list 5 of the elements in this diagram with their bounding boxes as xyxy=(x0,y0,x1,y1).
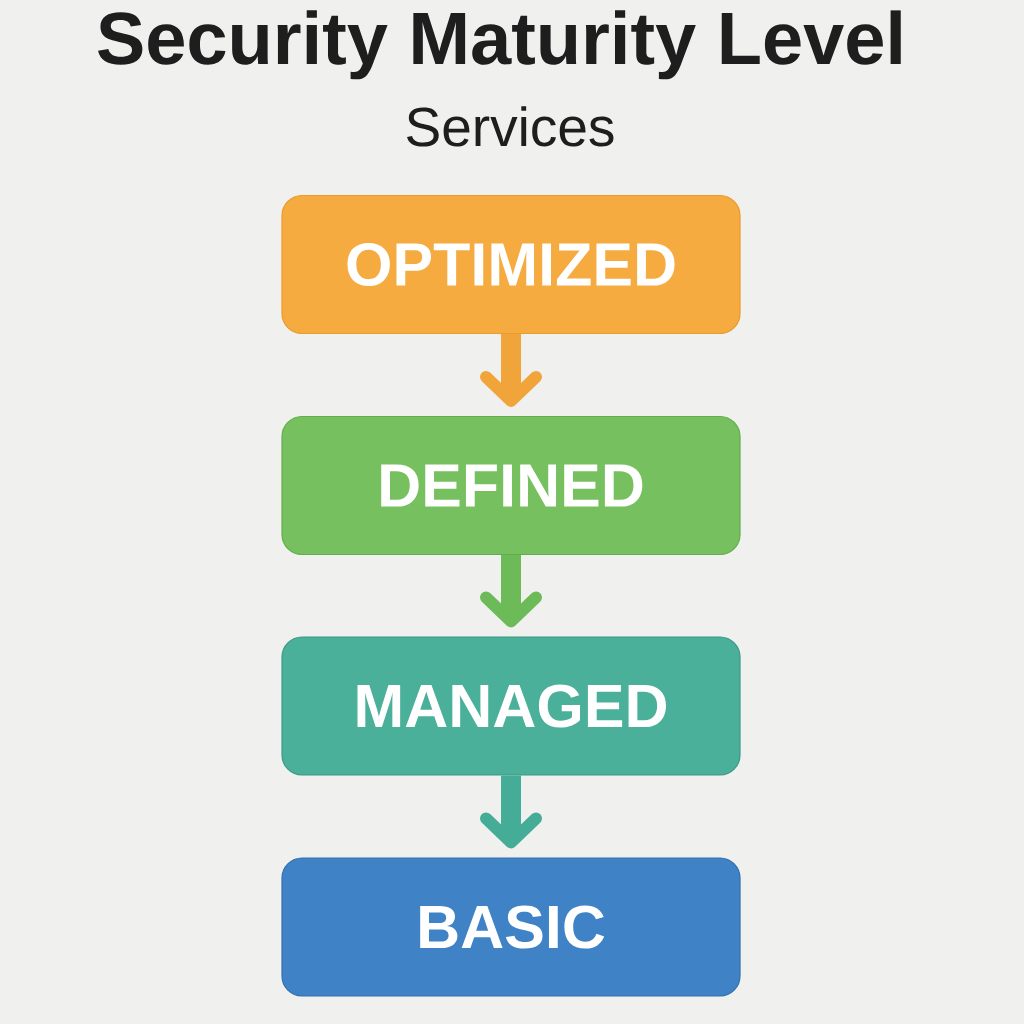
level-box: BASIC xyxy=(281,857,741,997)
level-box: DEFINED xyxy=(281,415,741,556)
level-box: OPTIMIZED xyxy=(281,194,741,335)
title: Security Maturity Level xyxy=(98,10,901,80)
level-box: MANAGED xyxy=(281,636,741,776)
